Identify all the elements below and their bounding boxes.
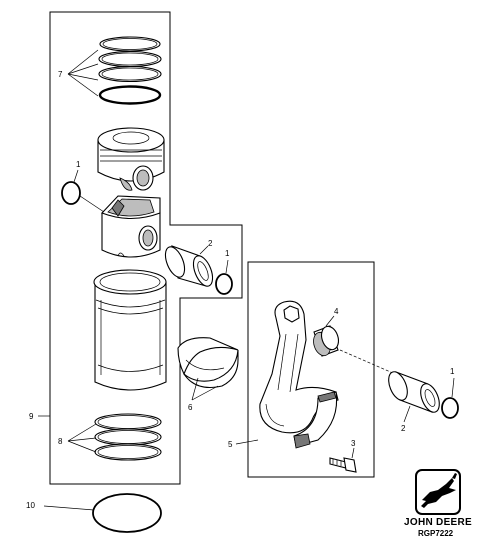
connecting-rod-cap: [293, 391, 338, 449]
piston-liner-group-outline: [49, 11, 243, 485]
liner-o-rings: [94, 413, 162, 461]
callout-3: 3: [351, 439, 356, 448]
callout-1-left: 1: [76, 160, 81, 169]
john-deere-wordmark: JOHN DEERE: [404, 517, 472, 528]
callout-10: 10: [26, 501, 35, 510]
callout-8: 8: [58, 437, 63, 446]
callout-2-right: 2: [401, 424, 406, 433]
leaping-deer-icon: [421, 473, 457, 508]
callout-2-upper: 2: [208, 239, 213, 248]
callout-4: 4: [334, 307, 339, 316]
piston-pin-right: [388, 371, 440, 413]
snap-ring-right: [441, 397, 459, 419]
cylinder-liner: [93, 269, 167, 391]
callout-5: 5: [228, 440, 233, 449]
callout-1-right: 1: [450, 367, 455, 376]
packing-ring: [92, 493, 162, 533]
leader-piston-rings: [67, 49, 99, 75]
piston-cutaway: [101, 195, 161, 258]
callout-6: 6: [188, 403, 193, 412]
callout-9: 9: [29, 412, 34, 421]
rod-bolt: [329, 457, 357, 473]
snap-ring-left: [61, 181, 81, 205]
bearing-shells: [177, 337, 239, 389]
piston-rings: [98, 36, 162, 105]
piston: [97, 127, 165, 191]
connecting-rod-group-outline: [247, 261, 375, 478]
john-deere-logo: JOHN DEERE: [404, 469, 472, 528]
piston-pin-upper: [164, 245, 214, 287]
callout-1-mid: 1: [225, 249, 230, 258]
pin-bushing: [313, 325, 340, 357]
snap-ring-mid: [215, 273, 233, 295]
callout-7: 7: [58, 70, 63, 79]
figure-code: RGP7222: [418, 529, 454, 538]
